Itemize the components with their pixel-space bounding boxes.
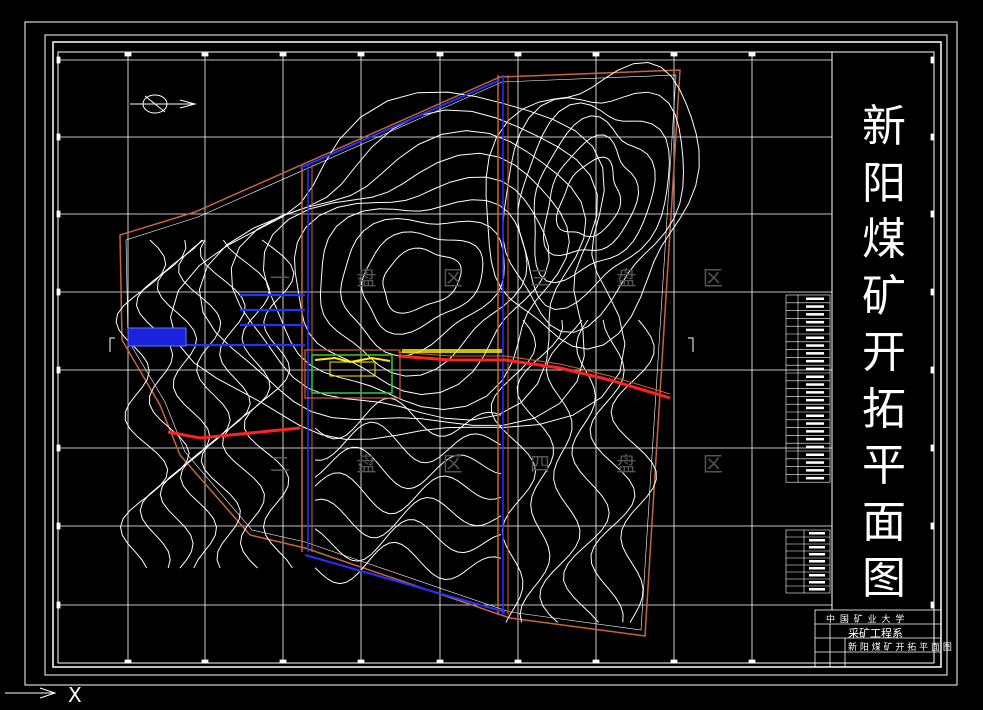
shaft-station-west (127, 327, 187, 347)
contour-line (314, 421, 502, 464)
west-roadways (185, 293, 305, 347)
contour-line (490, 319, 537, 623)
drawing-title-char: 拓 (862, 383, 906, 435)
contour-line (262, 152, 570, 411)
drawing-title-char: 矿 (862, 270, 906, 322)
main-roadway-east (497, 75, 509, 615)
contour-line (314, 519, 502, 562)
zone-label-three: 三 盘 区 (530, 266, 753, 290)
title-block (814, 609, 942, 668)
contour-line (169, 91, 626, 440)
drawing-title-char: 新 (862, 101, 906, 152)
title-block-school: 中 国 矿 业 大 学 (826, 615, 906, 625)
shaft-yard-track-north (402, 349, 502, 353)
contour-line (517, 102, 670, 311)
drawing-title-char: 开 (862, 327, 906, 378)
legend-table (785, 294, 831, 483)
contour-line (293, 176, 550, 396)
south-boundary-roadway (304, 554, 506, 613)
ucs-x-label: X (68, 683, 82, 707)
contour-lines (115, 61, 700, 623)
contour-line (314, 541, 502, 585)
drawing-title-char: 煤 (862, 214, 906, 265)
red-roadway-east (397, 354, 671, 400)
contour-line (230, 130, 587, 421)
north-arrow-icon (130, 94, 197, 114)
shaft-yard-building (329, 361, 376, 377)
contour-line (314, 397, 502, 440)
north-boundary-roadway (299, 79, 501, 169)
drawing-title-char: 面 (862, 496, 906, 548)
contour-line (485, 61, 700, 350)
drawing-title-char: 平 (862, 440, 906, 491)
contour-line (198, 109, 598, 426)
zone-label-four: 四 盘 区 (530, 452, 753, 476)
contour-line (589, 319, 636, 623)
inner-frame (52, 41, 942, 668)
shaft-yard-inner (311, 354, 393, 394)
mine-boundary (119, 69, 681, 637)
contour-line (115, 239, 169, 569)
contour-line (516, 319, 564, 623)
red-roadway-southwest (167, 426, 301, 440)
contour-line (314, 496, 502, 539)
contour-line (533, 115, 656, 284)
contour-line (502, 91, 685, 333)
contour-line (156, 239, 211, 569)
contour-line (314, 472, 502, 515)
contour-line (555, 156, 622, 238)
contour-line (542, 134, 640, 257)
mine-boundary-inner (125, 74, 677, 631)
zone-label-two: 二 盘 区 (270, 452, 493, 476)
contour-line (539, 319, 583, 623)
contour-line (178, 239, 231, 569)
title-block-drawing-name: 新 阳 煤 矿 开 拓 平 面 图 (848, 643, 952, 653)
middle-frame (44, 34, 948, 676)
drawing-title-char: 图 (862, 553, 906, 604)
drawing-area-frame (57, 51, 935, 664)
contour-line (199, 239, 251, 569)
outer-frame (24, 21, 958, 686)
contour-line (314, 446, 502, 490)
symbol-table (785, 529, 831, 594)
contour-line (340, 217, 505, 357)
red-roadway-east-edge (397, 351, 671, 395)
shaft-yard-outer (304, 349, 401, 399)
shaft-yard-track (314, 356, 391, 364)
contour-line (135, 239, 190, 569)
section-mark-right (688, 337, 694, 352)
ucs-arrow-icon (5, 687, 57, 699)
contour-line (610, 319, 657, 623)
contour-line (382, 247, 462, 314)
zone-label-one: 一 盘 区 (270, 266, 493, 290)
contour-line (222, 239, 271, 569)
section-mark-left (109, 337, 115, 352)
drawing-title-char: 阳 (862, 157, 906, 209)
contour-line (319, 199, 528, 377)
contour-line (361, 231, 484, 335)
title-block-department: 采矿工程系 (848, 627, 903, 640)
